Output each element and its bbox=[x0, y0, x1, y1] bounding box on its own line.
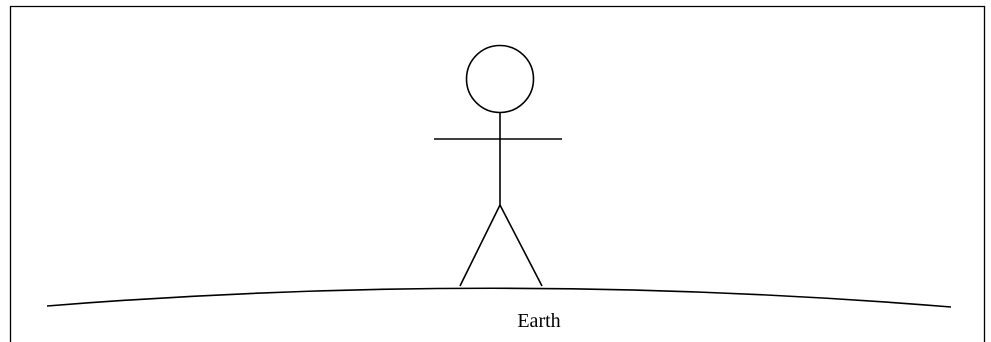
earth-ground-line bbox=[47, 288, 951, 307]
stick-figure bbox=[434, 46, 562, 287]
stick-figure-head bbox=[467, 46, 534, 113]
stick-figure-left-leg bbox=[460, 205, 500, 286]
earth-label: Earth bbox=[517, 310, 560, 332]
stick-figure-right-leg bbox=[500, 205, 542, 286]
diagram-border bbox=[11, 7, 985, 342]
